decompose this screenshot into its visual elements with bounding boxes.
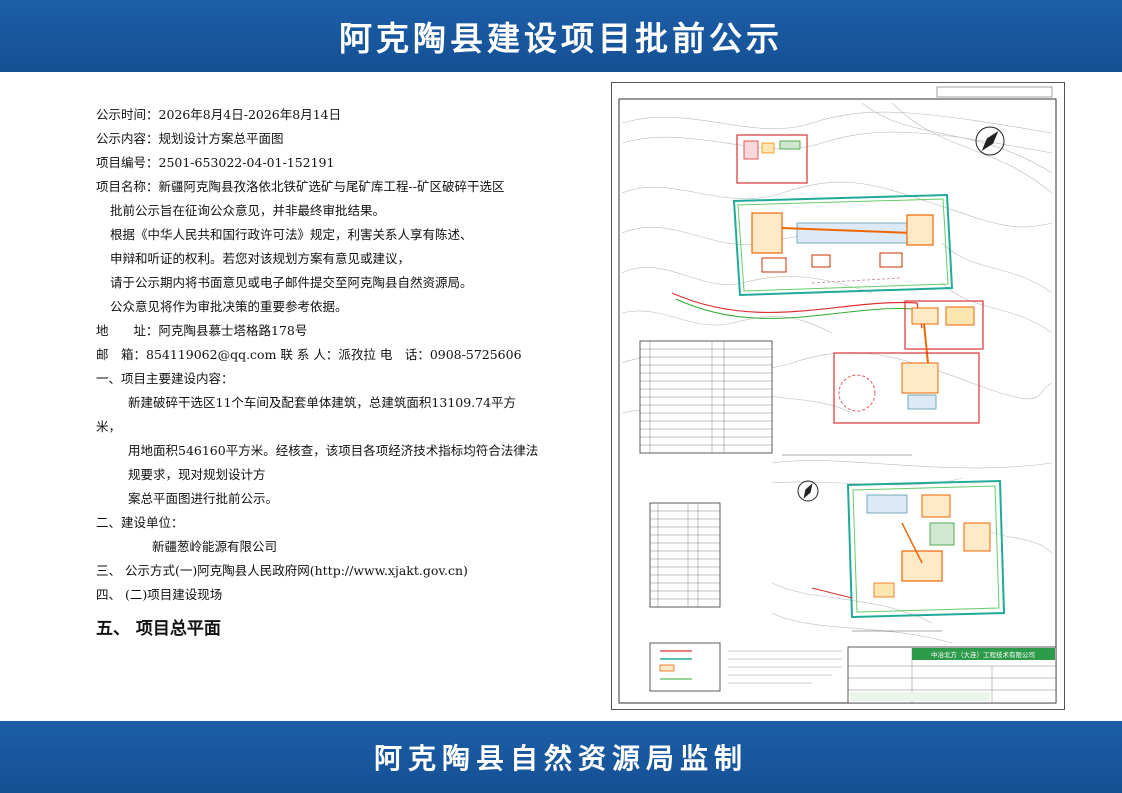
notice-project-name: 项目名称：新疆阿克陶县孜洛依北铁矿选矿与尾矿库工程--矿区破碎干选区	[96, 179, 505, 194]
title-block-company: 中冶北方（大连）工程技术有限公司	[931, 650, 1035, 659]
notice-law-2: 申辩和听证的权利。若您对该规划方案有意见或建议，	[110, 251, 411, 266]
notice-contact: 邮 箱：854119062@qq.com 联 系 人：派孜拉 电 话：0908-…	[96, 347, 522, 362]
section-1-para-2: 米，	[96, 419, 122, 434]
section-1-para-3: 用地面积546160平方米。经核查，该项目各项经济技术指标均符合法律法	[128, 443, 539, 458]
section-3: 三、 公示方式(一)阿克陶县人民政府网(http://www.xjakt.gov…	[96, 563, 468, 578]
section-2-heading: 二、建设单位：	[96, 515, 184, 530]
section-1-para-4: 规要求，现对规划设计方	[128, 467, 266, 482]
notice-purpose: 批前公示旨在征询公众意见，并非最终审批结果。	[110, 203, 386, 218]
section-4: 四、 (二)项目建设现场	[96, 587, 223, 602]
indicator-table-lower	[649, 502, 721, 608]
notice-law-3: 请于公示期内将书面意见或电子邮件提交至阿克陶县自然资源局。	[110, 275, 473, 290]
north-arrow-lower-icon	[797, 480, 819, 502]
section-1-heading: 一、项目主要建设内容：	[96, 371, 234, 386]
page-title: 阿克陶县建设项目批前公示	[339, 19, 783, 58]
legend	[649, 642, 721, 692]
section-5: 五、 项目总平面	[96, 619, 221, 639]
notice-project-no: 项目编号：2501-653022-04-01-152191	[96, 155, 335, 170]
section-1-para-1: 新建破碎干选区11个车间及配套单体建筑，总建筑面积13109.74平方	[128, 395, 517, 410]
notice-period: 公示时间：2026年8月4日-2026年8月14日	[96, 107, 342, 122]
builder-name: 新疆葱岭能源有限公司	[152, 539, 278, 554]
north-arrow-icon	[975, 126, 1005, 156]
notice-text: 公示时间：2026年8月4日-2026年8月14日 公示内容：规划设计方案总平面…	[96, 103, 596, 641]
footer-banner: 阿克陶县自然资源局监制	[0, 721, 1122, 793]
notice-content: 公示内容：规划设计方案总平面图	[96, 131, 284, 146]
section-1-para-5: 案总平面图进行批前公示。	[128, 491, 279, 506]
notice-law-4: 公众意见将作为审批决策的重要参考依据。	[110, 299, 348, 314]
notice-law-1: 根据《中华人民共和国行政许可法》规定，利害关系人享有陈述、	[110, 227, 473, 242]
site-plan-drawing: 中冶北方（大连）工程技术有限公司	[611, 82, 1065, 710]
indicator-table-upper	[639, 340, 773, 454]
footer-title: 阿克陶县自然资源局监制	[373, 742, 748, 775]
notice-address: 地 址：阿克陶县慕士塔格路178号	[96, 323, 308, 338]
title-block: 中冶北方（大连）工程技术有限公司	[847, 646, 1057, 704]
header-banner: 阿克陶县建设项目批前公示	[0, 0, 1122, 72]
